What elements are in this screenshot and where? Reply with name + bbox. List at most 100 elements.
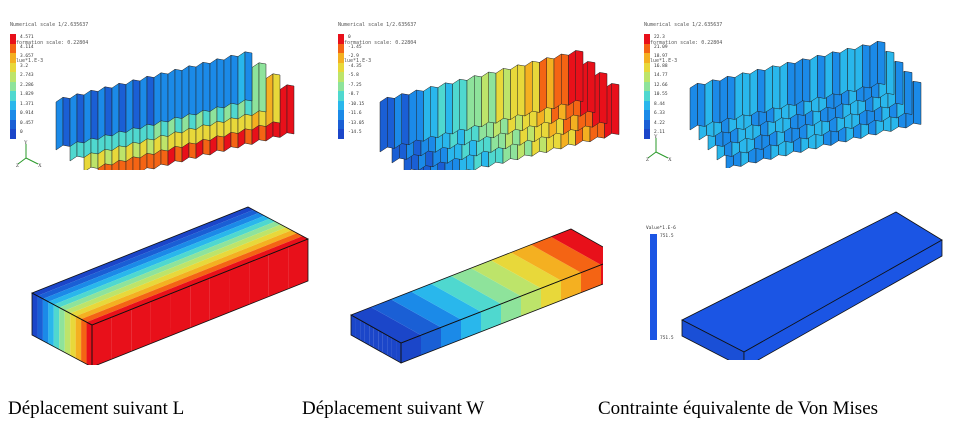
cell-wall (599, 72, 608, 124)
color-band (288, 239, 308, 289)
legend-value: 4.571 (20, 35, 34, 40)
header-line: Value*1.E-3 (644, 58, 678, 64)
legend-value: 3.2 (20, 63, 29, 69)
color-band (229, 262, 250, 313)
simulation-header: Numerical scale 1/2.635637 Deformation s… (644, 10, 722, 76)
cell-wall (445, 82, 453, 135)
color-band (70, 227, 292, 317)
legend-value: 2.286 (20, 82, 34, 88)
color-band (378, 330, 383, 353)
color-band (551, 229, 603, 265)
cell-wall (539, 57, 547, 113)
color-band (396, 340, 401, 363)
color-band (351, 307, 421, 343)
cell-wall (230, 54, 239, 105)
color-band (431, 275, 501, 312)
simulation-header: Numerical scale 1/2.635637 Deformation s… (338, 10, 416, 76)
cell-wall (237, 51, 246, 105)
cell-wall (401, 93, 410, 146)
cell-wall (125, 79, 134, 133)
color-band (131, 301, 151, 352)
legend-value: 4.22 (654, 120, 665, 126)
color-band (401, 335, 421, 363)
color-band (373, 327, 379, 351)
cell-wall (764, 65, 773, 113)
legend-swatch (338, 119, 344, 129)
header-line: Numerical scale 1/2.635637 (644, 22, 723, 28)
legend-swatch (338, 53, 344, 63)
caption: Déplacement suivant L (8, 398, 185, 419)
legend-swatch (644, 129, 650, 139)
cell-wall (510, 64, 518, 121)
cell-wall (772, 65, 781, 110)
legend-value: 18.97 (654, 54, 668, 59)
cell-wall (272, 73, 281, 124)
cell-wall (459, 78, 468, 131)
cell-wall (90, 89, 99, 140)
color-band (190, 278, 210, 328)
panel-displacement-L: Numerical scale 1/2.635637 Deformation s… (0, 0, 318, 424)
color-band (86, 236, 308, 325)
cell-wall (697, 82, 706, 127)
color-band (364, 322, 370, 346)
legend-value: 0 (20, 130, 23, 135)
header-line: Deformation scale: 0.22804 (644, 40, 723, 46)
legend-value: 12.66 (654, 82, 668, 88)
cell-wall (488, 71, 497, 124)
legend-value: -11.6 (348, 111, 362, 116)
legend-value: 21.09 (654, 44, 668, 50)
block-von-mises (681, 211, 943, 360)
cell-wall (118, 82, 127, 133)
cell-wall (174, 68, 183, 119)
color-band (541, 280, 561, 309)
cell-wall (817, 54, 826, 99)
cell-wall (809, 54, 818, 103)
legend-value: -4.35 (348, 63, 362, 69)
cell-wall (734, 72, 743, 120)
cell-wall (202, 61, 211, 112)
legend-value: 10.55 (654, 92, 668, 97)
color-band (64, 224, 287, 314)
legend-value: 2.11 (654, 130, 665, 135)
color-band (37, 209, 259, 299)
cell-wall (286, 84, 295, 135)
cell-wall (160, 72, 169, 123)
legend-swatch (644, 62, 650, 72)
cell-wall (474, 75, 482, 128)
legend-value: 16.88 (654, 63, 668, 69)
legend-swatch (10, 129, 16, 139)
block-outline (31, 292, 93, 365)
header-line: Numerical scale 1/2.635637 (338, 22, 417, 28)
honeycomb-deformed-L (55, 51, 295, 170)
legend-swatch (10, 53, 16, 63)
legend-swatch (338, 43, 344, 53)
cell-wall (895, 60, 904, 105)
legend-swatch (10, 62, 16, 72)
axis-label-z: Z (16, 164, 19, 168)
honeycomb-cells (55, 51, 295, 170)
cell-wall (886, 50, 895, 95)
color-band (481, 303, 501, 332)
cell-wall (553, 53, 562, 110)
color-band (521, 288, 541, 317)
cell-wall (611, 83, 620, 135)
cell-wall (862, 44, 871, 89)
color-band (601, 264, 603, 285)
block-top-face (681, 211, 943, 353)
cell-wall (55, 96, 64, 151)
color-band (150, 293, 171, 344)
cell-wall (779, 61, 788, 110)
cell-wall (209, 58, 218, 112)
cell-wall (532, 60, 540, 113)
honeycomb-von-mises (689, 40, 922, 168)
color-band (59, 307, 65, 353)
legend-value: 0 (348, 35, 351, 40)
cell-wall (251, 62, 260, 116)
cell-wall (423, 85, 431, 142)
cell-wall (877, 40, 886, 85)
color-band (471, 260, 541, 297)
legend-swatch (10, 43, 16, 53)
legend-swatch (644, 72, 650, 82)
color-band (42, 298, 49, 344)
legend-value: -7.25 (348, 82, 362, 88)
